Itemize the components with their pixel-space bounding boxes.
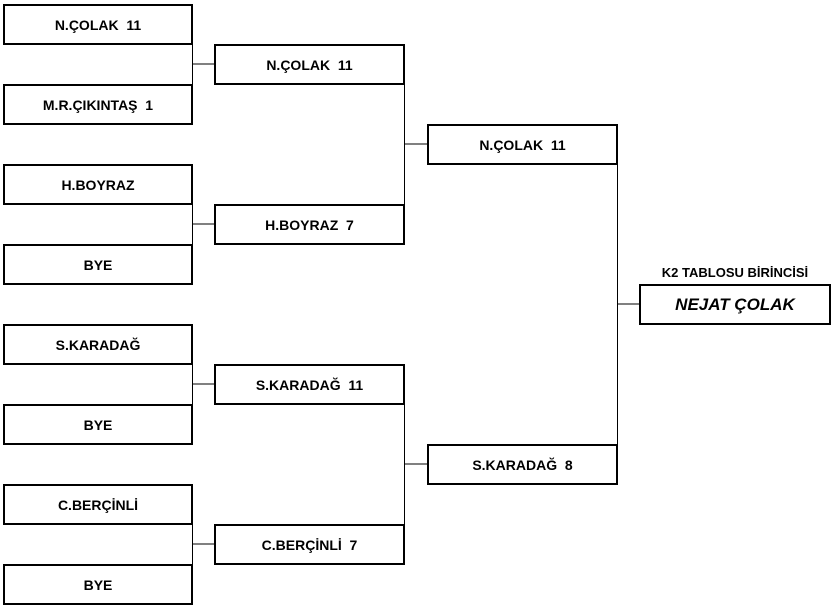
round2-player-1: N.ÇOLAK 11 (214, 44, 405, 85)
round1-player-1: N.ÇOLAK 11 (3, 4, 193, 45)
round2-player-3: S.KARADAĞ 11 (214, 364, 405, 405)
connector-r1-pair1 (192, 24, 214, 104)
connector-r1-pair3 (192, 344, 214, 424)
connector-final (617, 144, 639, 464)
round3-player-1: N.ÇOLAK 11 (427, 124, 618, 165)
round1-player-5: S.KARADAĞ (3, 324, 193, 365)
connector-r2-pair2 (404, 384, 427, 544)
round1-player-6: BYE (3, 404, 193, 445)
round2-player-2: H.BOYRAZ 7 (214, 204, 405, 245)
round1-player-8: BYE (3, 564, 193, 605)
round1-player-2: M.R.ÇIKINTAŞ 1 (3, 84, 193, 125)
round2-player-4: C.BERÇİNLİ 7 (214, 524, 405, 565)
connector-r1-pair4 (192, 504, 214, 584)
connector-r2-pair1 (404, 64, 427, 224)
round1-player-7: C.BERÇİNLİ (3, 484, 193, 525)
champion-title: K2 TABLOSU BİRİNCİSİ (661, 265, 809, 280)
round1-player-4: BYE (3, 244, 193, 285)
round3-player-2: S.KARADAĞ 8 (427, 444, 618, 485)
round1-player-3: H.BOYRAZ (3, 164, 193, 205)
champion-name: NEJAT ÇOLAK (639, 284, 831, 325)
connector-r1-pair2 (192, 184, 214, 264)
